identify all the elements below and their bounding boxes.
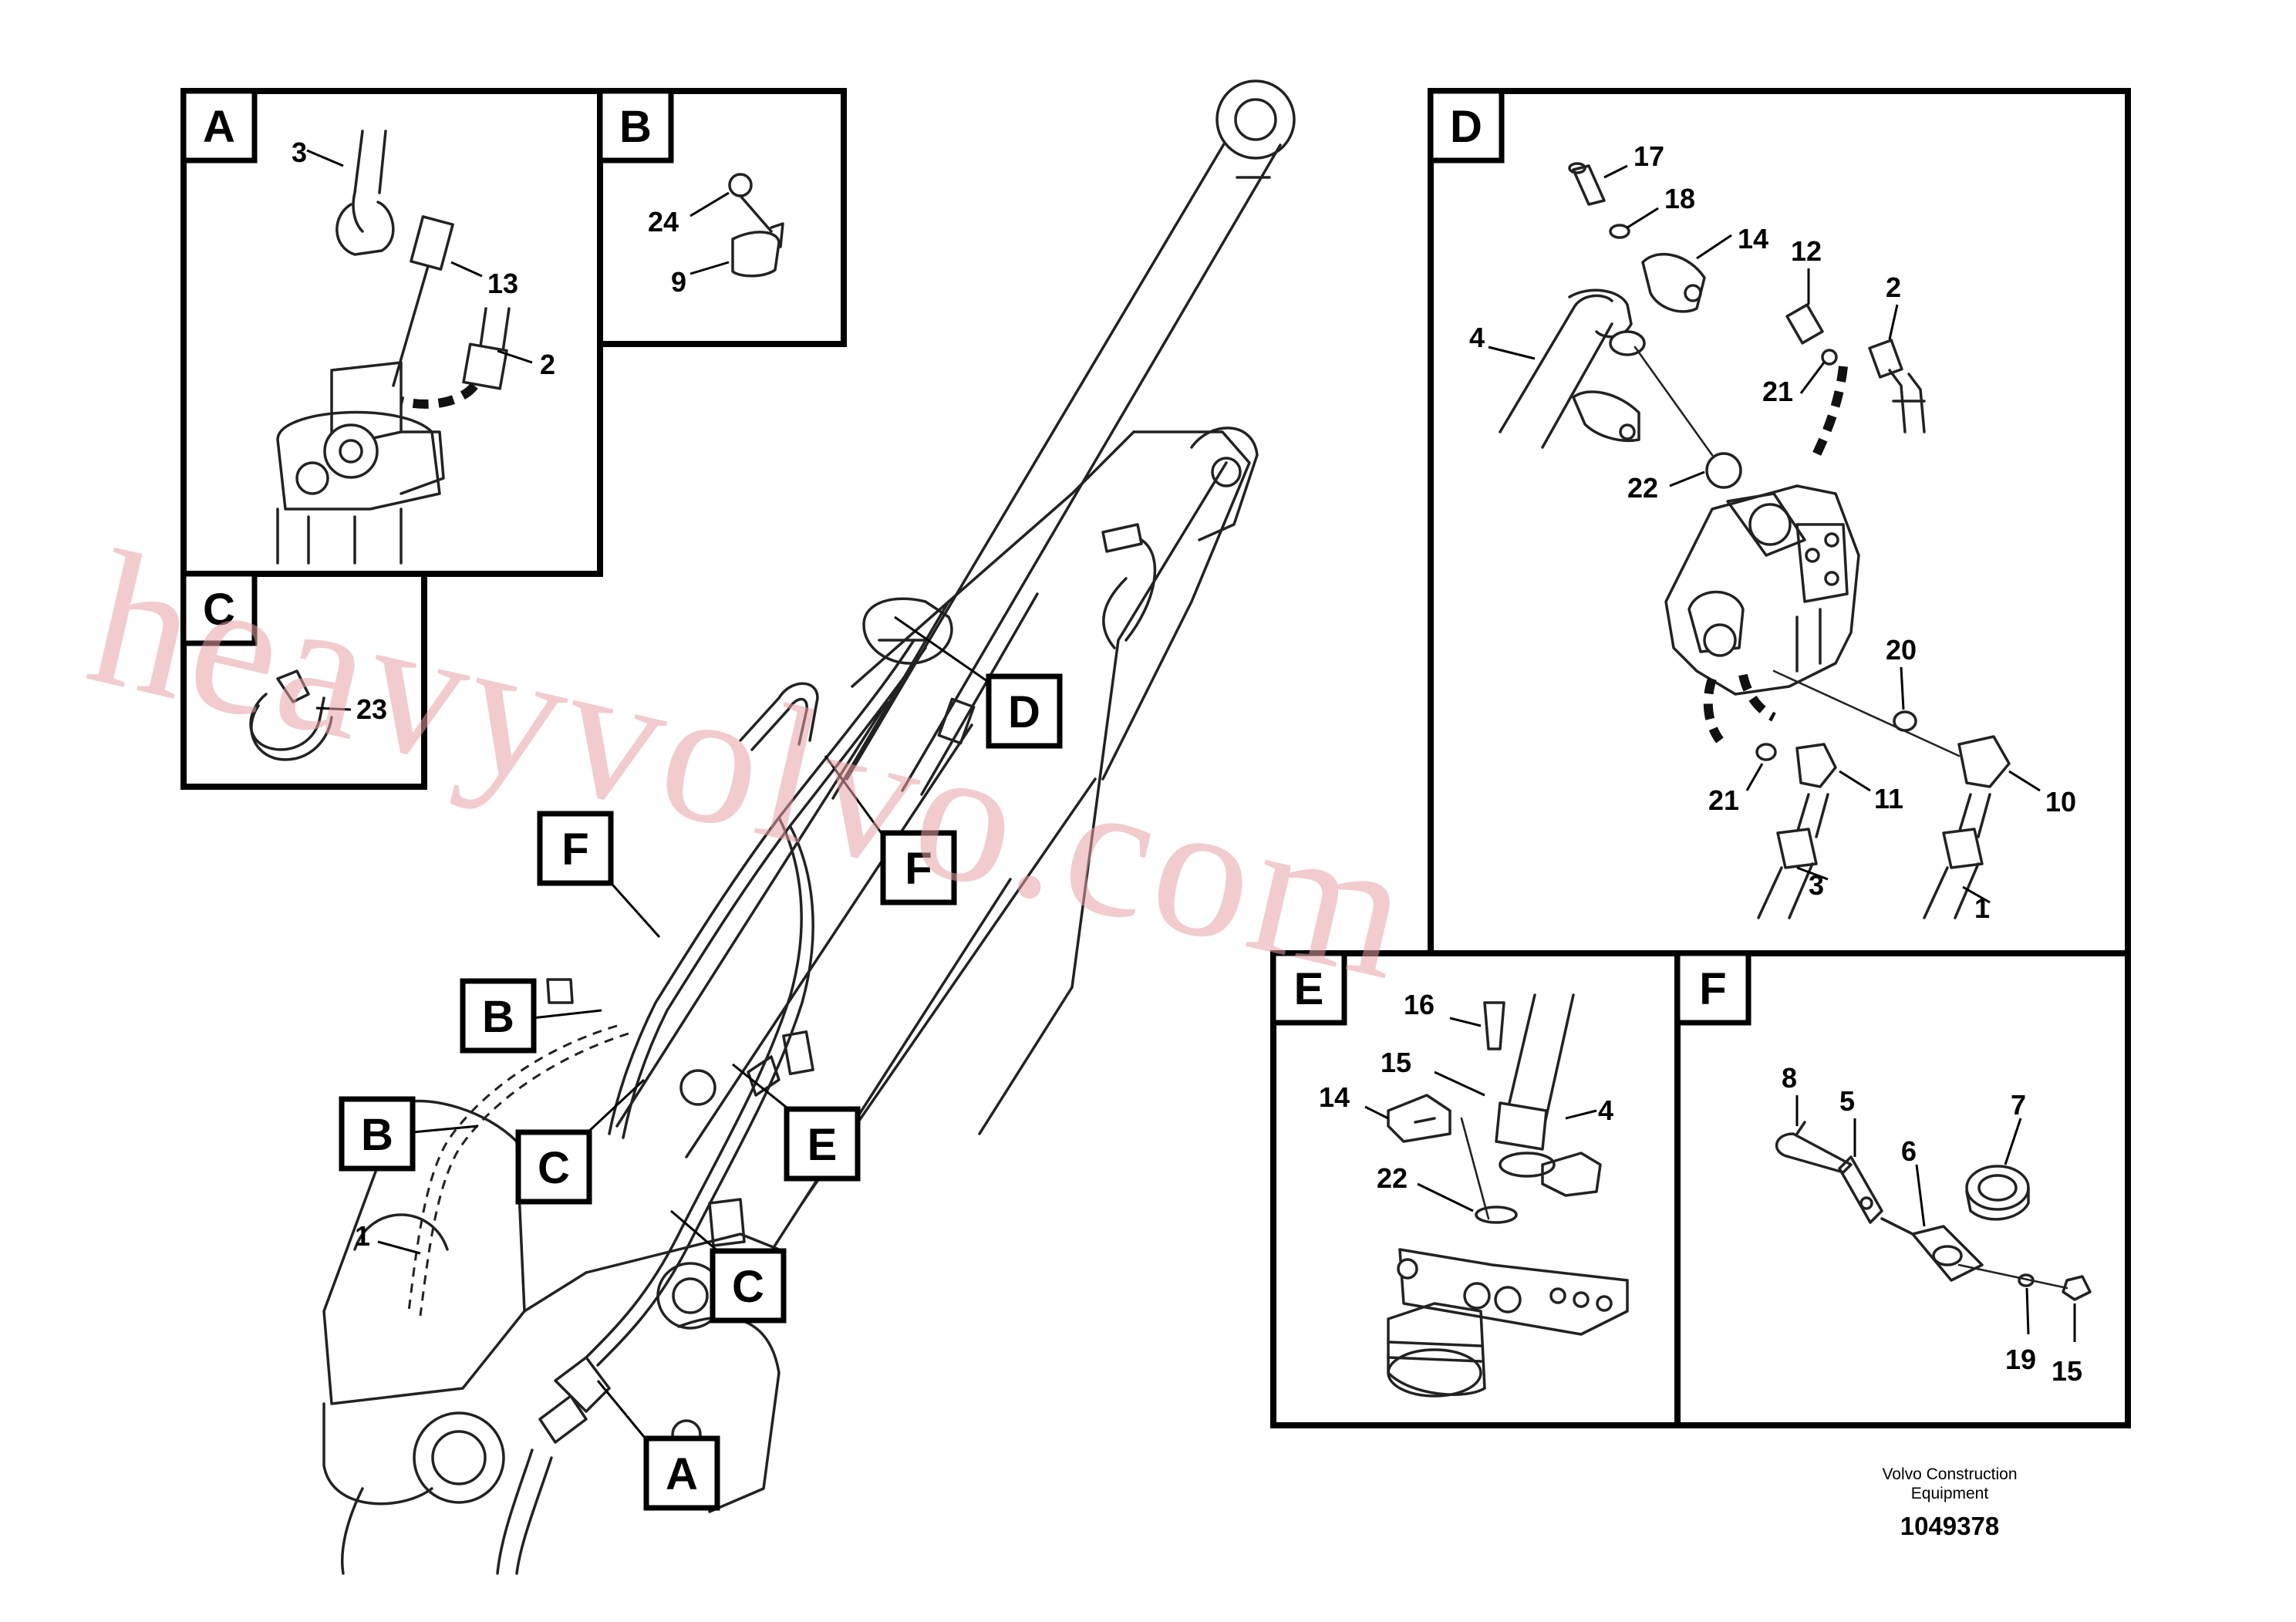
callout-15: 15 <box>1381 1047 1411 1078</box>
callout-1: 1 <box>1974 892 1990 924</box>
callout-14: 14 <box>1319 1081 1350 1113</box>
panel-f-callouts: 8 5 7 6 19 15 <box>1782 1062 2082 1387</box>
callout-3: 3 <box>1809 869 1824 901</box>
panel-e-label: E <box>1294 964 1324 1014</box>
footer: Volvo Construction Equipment 1049378 <box>1882 1465 2017 1540</box>
panel-d: D <box>1428 88 2131 956</box>
footer-company-line1: Volvo Construction <box>1882 1465 2017 1483</box>
main-tag-c2: C <box>732 1262 764 1312</box>
callout-5: 5 <box>1839 1085 1855 1117</box>
main-tag-f2: F <box>905 844 932 894</box>
footer-company-line2: Equipment <box>1911 1485 1989 1502</box>
panel-b: B 24 9 <box>597 88 847 347</box>
callout-2: 2 <box>540 349 555 380</box>
callout-19: 19 <box>2005 1344 2036 1375</box>
main-tag-d: D <box>1008 687 1040 737</box>
main-tag-b1: B <box>482 992 514 1042</box>
callout-6: 6 <box>1901 1135 1917 1167</box>
main-callout-1: 1 <box>355 1220 370 1252</box>
callout-7: 7 <box>2011 1089 2026 1121</box>
callout-9: 9 <box>671 266 686 298</box>
panel-c-callouts: 23 <box>315 693 387 725</box>
callout-14: 14 <box>1738 223 1768 255</box>
panel-b-callouts: 24 9 <box>648 191 730 298</box>
callout-20: 20 <box>1886 634 1917 666</box>
callout-11: 11 <box>1874 783 1903 814</box>
main-boom-drawing <box>322 79 1296 1575</box>
panel-c-drawing <box>249 669 333 761</box>
callout-15: 15 <box>2052 1355 2082 1387</box>
panel-c-label: C <box>203 585 235 635</box>
drawing-number: 1049378 <box>1900 1512 1999 1540</box>
callout-4: 4 <box>1598 1094 1613 1126</box>
panel-a-drawing <box>276 130 511 565</box>
callout-12: 12 <box>1791 235 1822 267</box>
panel-d-drawing <box>1499 162 2011 919</box>
callout-22: 22 <box>1627 472 1658 504</box>
panel-b-drawing <box>728 173 784 278</box>
panel-b-label: B <box>619 102 652 152</box>
panel-a-label: A <box>203 102 235 152</box>
panel-f: F 8 5 7 <box>1674 950 2131 1428</box>
callout-16: 16 <box>1404 989 1435 1020</box>
callout-2: 2 <box>1886 271 1901 303</box>
main-tag-a: A <box>666 1449 698 1499</box>
callout-8: 8 <box>1782 1062 1797 1094</box>
panel-e-drawing <box>1387 993 1629 1398</box>
main-tag-b2: B <box>361 1110 393 1160</box>
callout-13: 13 <box>487 268 518 299</box>
panel-f-drawing <box>1775 1121 2092 1301</box>
panel-c: C 23 <box>180 571 427 790</box>
callout-3: 3 <box>292 137 307 168</box>
callout-23: 23 <box>356 693 387 725</box>
panel-f-label: F <box>1699 964 1726 1014</box>
watermark-text: heavyvolvo.com <box>72 511 1431 1021</box>
panel-e: E <box>1270 950 1681 1428</box>
callout-4: 4 <box>1469 322 1485 353</box>
panel-d-callouts: 17 18 14 12 2 4 21 22 20 21 11 10 3 <box>1469 140 2076 924</box>
main-view-tags: D F F B B C E C A 1 <box>339 615 1063 1511</box>
callout-18: 18 <box>1664 183 1695 214</box>
callout-22: 22 <box>1377 1162 1408 1194</box>
panel-e-callouts: 16 15 14 4 22 <box>1319 989 1613 1212</box>
panel-a: A 3 13 2 <box>180 88 603 577</box>
callout-21: 21 <box>1762 376 1793 407</box>
callout-17: 17 <box>1633 140 1664 172</box>
panel-a-callouts: 3 13 2 <box>292 137 555 380</box>
callout-21b: 21 <box>1708 784 1739 816</box>
panel-d-label: D <box>1450 102 1482 152</box>
callout-24: 24 <box>648 206 679 238</box>
main-tag-e: E <box>807 1120 838 1170</box>
callout-10: 10 <box>2045 786 2076 818</box>
main-tag-c1: C <box>538 1143 570 1193</box>
main-tag-f1: F <box>561 824 588 875</box>
